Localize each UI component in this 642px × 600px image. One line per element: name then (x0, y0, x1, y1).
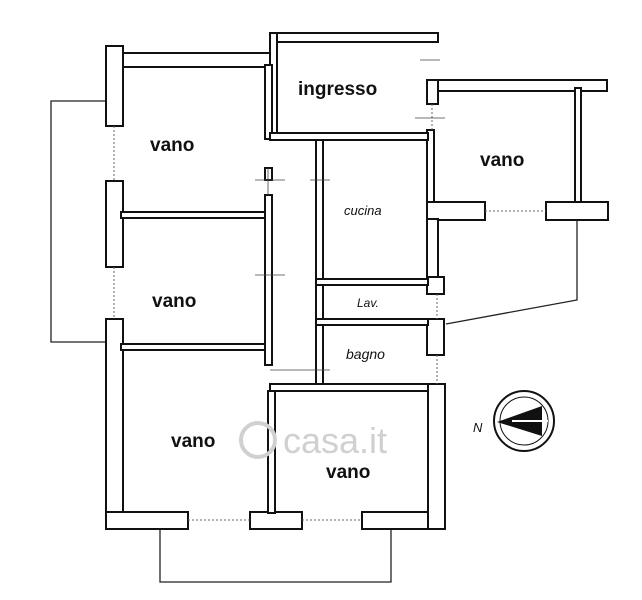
room-label-vano-bottom-center: vano (326, 462, 370, 483)
watermark: casa.it (239, 420, 387, 461)
room-label-cucina: cucina (344, 203, 382, 218)
balcony-bottom (159, 528, 392, 583)
balcony-left (50, 100, 106, 343)
watermark-text: casa.it (283, 420, 387, 461)
windows (113, 104, 546, 521)
room-label-ingresso: ingresso (298, 79, 377, 100)
room-label-vano-top-left: vano (150, 135, 194, 156)
interior-walls (120, 64, 429, 514)
room-label-vano-right: vano (480, 150, 524, 171)
room-label-vano-bottom-left: vano (171, 431, 215, 452)
room-label-vano-mid-left: vano (152, 291, 196, 312)
watermark-house-icon (239, 421, 277, 459)
balcony-right (445, 217, 578, 325)
north-arrow-icon (493, 390, 555, 452)
construction-marks (255, 59, 445, 371)
room-label-lav: Lav. (357, 296, 379, 310)
north-label: N (473, 420, 483, 435)
room-label-bagno: bagno (346, 346, 385, 362)
